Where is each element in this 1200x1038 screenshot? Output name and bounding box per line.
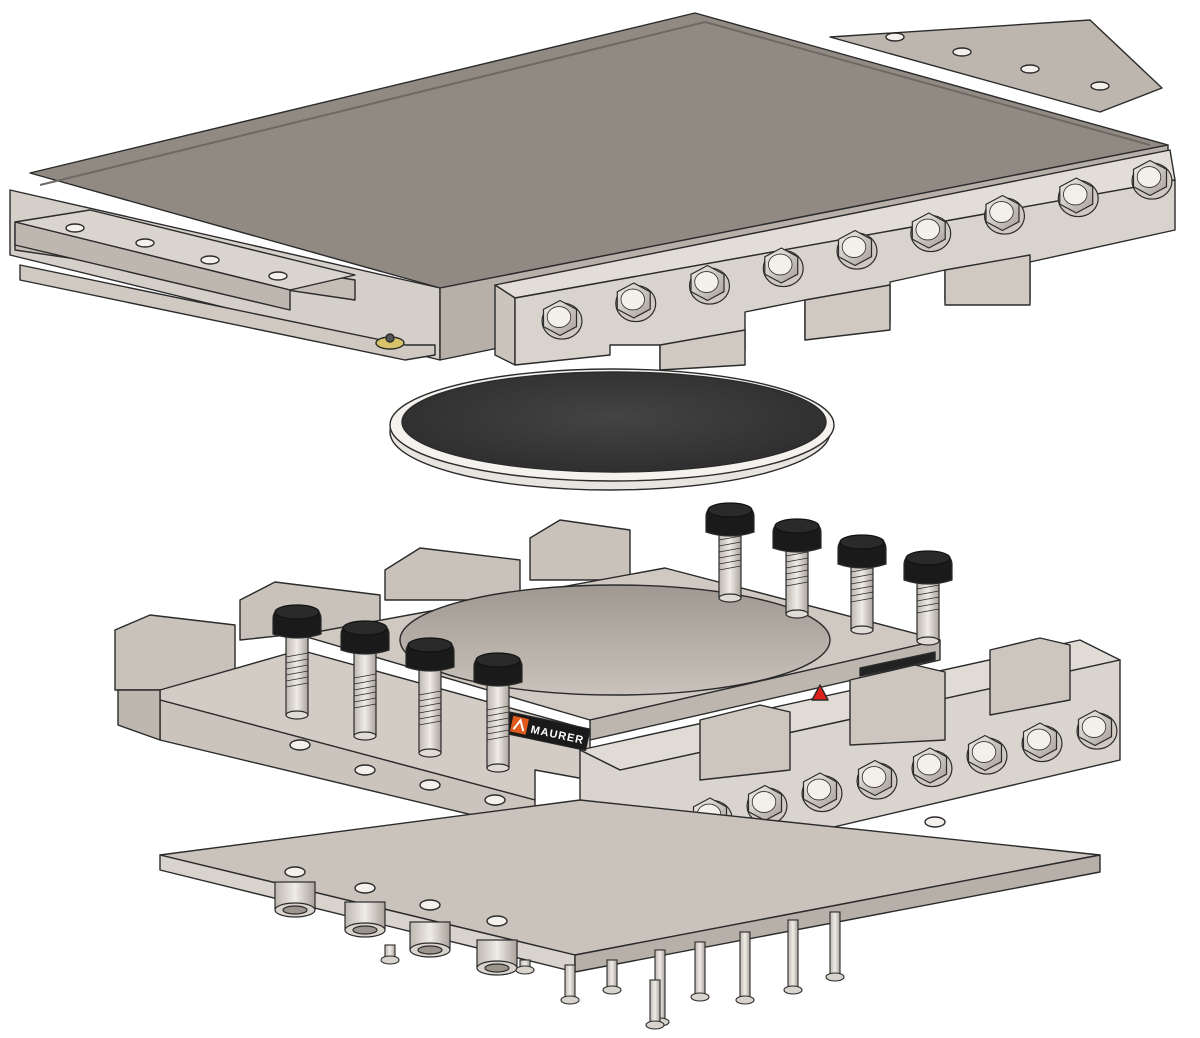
base-hole-5 (924, 816, 946, 828)
middle-rail-bolt (1021, 722, 1063, 763)
mid-nameplate-strip (859, 651, 936, 677)
top-guide-bolts (541, 159, 1173, 340)
black-capped-stud (705, 502, 755, 603)
warning-triangle-icon (811, 684, 829, 701)
sliding-disc (389, 368, 835, 491)
mid-trough-hole-3 (419, 779, 441, 791)
top-rflange-hole-4 (1090, 81, 1110, 91)
base-hole-3 (419, 899, 441, 911)
anchor-pin (783, 919, 803, 995)
top-guide-lug-3 (944, 254, 1031, 306)
middle-rail-bolt (801, 772, 843, 813)
top-guide-bolt (910, 212, 952, 253)
middle-rail-bolt (856, 759, 898, 800)
base-hole-2 (354, 882, 376, 894)
top-rflange-hole-3 (1020, 64, 1040, 74)
anchor-pin (735, 931, 755, 1005)
top-rflange-hole-2 (952, 47, 972, 57)
top-guide-bolt (762, 247, 804, 288)
top-left-flange-edge (14, 221, 291, 311)
mid-rail-lug-2 (849, 664, 946, 746)
mid-back-lug-2 (384, 547, 521, 601)
top-guide-bolt (836, 229, 878, 270)
anchor-sleeves (274, 881, 518, 976)
anchor-pins (380, 911, 845, 1030)
middle-rail-bolt (1076, 709, 1118, 750)
top-sliding-plate (9, 12, 1176, 371)
base-hole-4 (486, 915, 508, 927)
top-indicator-pin (385, 333, 395, 343)
top-guide-bolt (541, 299, 583, 340)
top-guide-bolt (615, 282, 657, 323)
black-capped-stud (405, 637, 455, 758)
black-capped-stud (272, 604, 322, 720)
mid-left-lug (114, 614, 236, 691)
top-guide-lug-1 (659, 329, 746, 371)
anchor-sleeve (476, 939, 518, 976)
top-guide-bolt (983, 194, 1026, 235)
mid-trough-hole-1 (289, 739, 311, 751)
mid-rail-lug-1 (699, 704, 791, 781)
mid-trough-hole-4 (484, 794, 506, 806)
top-guide-bolt (1131, 159, 1173, 200)
mid-trough-hole-2 (354, 764, 376, 776)
mid-recess (399, 584, 831, 696)
black-capped-stud (837, 534, 887, 635)
anchor-pin (825, 911, 845, 982)
base-hole-1 (284, 866, 306, 878)
base-plate-top (159, 799, 1101, 956)
anchor-pin (690, 941, 710, 1002)
anchor-pin (515, 959, 535, 975)
top-guide-lug-2 (804, 284, 891, 341)
middle-rail-bolt (966, 734, 1008, 775)
black-capped-studs (272, 502, 953, 773)
mid-left-wall (117, 689, 161, 741)
anchor-pin (645, 979, 665, 1030)
middle-rail-bolt (746, 784, 788, 825)
top-flange-hole-3 (200, 255, 220, 265)
top-flange-hole-2 (135, 238, 155, 248)
anchor-sleeve (344, 901, 386, 938)
top-guide-bolt (688, 264, 731, 305)
anchor-sleeve (274, 881, 316, 918)
top-guide-rail-front (494, 284, 516, 366)
anchor-pin (380, 944, 400, 965)
maurer-logo-icon (509, 715, 529, 735)
middle-rail-bolt (911, 747, 953, 788)
black-capped-stud (903, 550, 953, 646)
top-bracket (19, 264, 436, 361)
mid-back-lug-1 (529, 519, 631, 581)
anchor-pin (560, 964, 580, 1005)
disc-surface (401, 371, 827, 473)
maurer-nameplate: MAURER (504, 711, 591, 752)
top-flange-hole-4 (268, 271, 288, 281)
anchor-pin (602, 959, 622, 995)
top-guide-bolt (1057, 177, 1099, 218)
mid-rail-lug-3 (989, 637, 1071, 716)
black-capped-stud (772, 518, 822, 619)
black-capped-stud (340, 620, 390, 741)
top-plate-groove (39, 21, 1151, 186)
black-capped-stud (473, 652, 523, 773)
top-right-flange (829, 19, 1163, 113)
top-flange-hole-1 (65, 223, 85, 233)
top-rflange-hole-1 (885, 32, 905, 42)
anchor-sleeve (409, 921, 451, 958)
